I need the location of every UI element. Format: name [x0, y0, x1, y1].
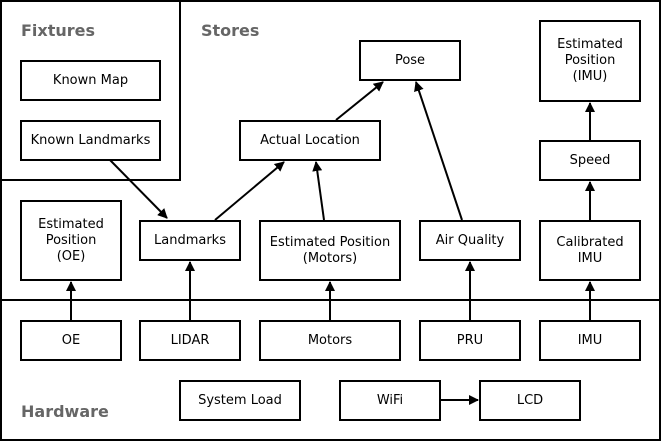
estimated-position-oe-node[interactable]: Estimated Position (OE) — [20, 200, 122, 281]
edges-layer — [66, 81, 595, 405]
speed-node[interactable]: Speed — [539, 140, 641, 181]
oe-node[interactable]: OE — [20, 320, 122, 361]
motors-node[interactable]: Motors — [259, 320, 401, 361]
system-load-node[interactable]: System Load — [179, 380, 301, 421]
imu-node[interactable]: IMU — [539, 320, 641, 361]
known-map-node[interactable]: Known Map — [20, 60, 161, 101]
lidar-node[interactable]: LIDAR — [139, 320, 241, 361]
fixtures-label: Fixtures — [21, 21, 96, 40]
wifi-node[interactable]: WiFi — [339, 380, 441, 421]
edge-actual-location-to-pose — [335, 81, 384, 121]
estimated-position-imu-node[interactable]: Estimated Position (IMU) — [539, 20, 641, 102]
pose-node[interactable]: Pose — [359, 40, 461, 81]
calibrated-imu-node[interactable]: Calibrated IMU — [539, 220, 641, 281]
fixtures-divider — [1, 1, 181, 181]
edge-estimated-position-motors-to-actual-location — [312, 161, 325, 221]
edge-air-quality-to-pose — [414, 81, 463, 221]
stores-label: Stores — [201, 21, 260, 40]
hardware-label: Hardware — [21, 402, 109, 421]
lcd-node[interactable]: LCD — [479, 380, 581, 421]
pru-node[interactable]: PRU — [419, 320, 521, 361]
edge-landmarks-to-actual-location — [214, 161, 285, 221]
known-landmarks-node[interactable]: Known Landmarks — [20, 120, 161, 161]
air-quality-node[interactable]: Air Quality — [419, 220, 521, 261]
actual-location-node[interactable]: Actual Location — [239, 120, 381, 161]
landmarks-node[interactable]: Landmarks — [139, 220, 241, 261]
edge-known-landmarks-to-landmarks — [109, 159, 168, 219]
estimated-position-motors-node[interactable]: Estimated Position (Motors) — [259, 220, 401, 281]
